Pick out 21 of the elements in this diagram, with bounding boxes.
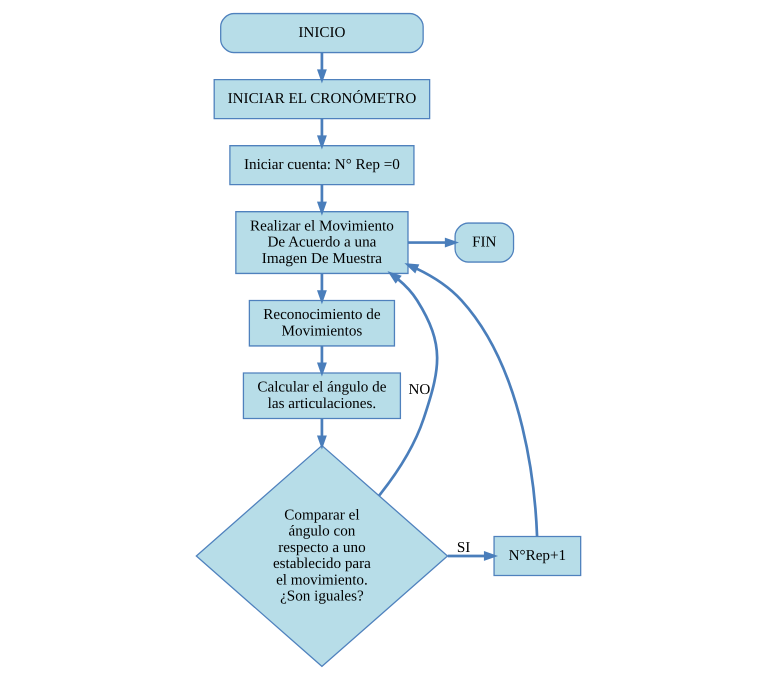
node-box: Calcular el ángulo de las articulaciones.: [242, 372, 401, 419]
edge-label: SI: [456, 538, 470, 556]
arrow: [316, 52, 326, 83]
arrow: [316, 273, 326, 304]
node-box: Reconocimiento de Movimientos: [248, 299, 395, 346]
arrow: [316, 418, 326, 450]
node-box: INICIAR EL CRONÓMETRO: [213, 78, 430, 119]
node-box: INICIO: [220, 12, 424, 53]
arrow: [447, 550, 498, 560]
arrow: [316, 184, 326, 216]
arrow: [408, 237, 458, 247]
arrow: [378, 270, 438, 496]
arrow: [316, 118, 326, 149]
arrow: [316, 346, 326, 376]
arrow: [404, 262, 538, 536]
edge-label: NO: [408, 380, 430, 398]
node-box: Realizar el Movimiento De Acuerdo a una Imagen De Muestra: [234, 210, 408, 274]
node-box: N°Rep+1: [492, 535, 581, 576]
node-box: Iniciar cuenta: N° Rep =0: [228, 144, 414, 185]
node-box: FIN: [454, 222, 514, 262]
node-diamond: Comparar el ángulo con respecto a uno establecido para el movimiento. ¿Son iguales?: [194, 444, 448, 667]
